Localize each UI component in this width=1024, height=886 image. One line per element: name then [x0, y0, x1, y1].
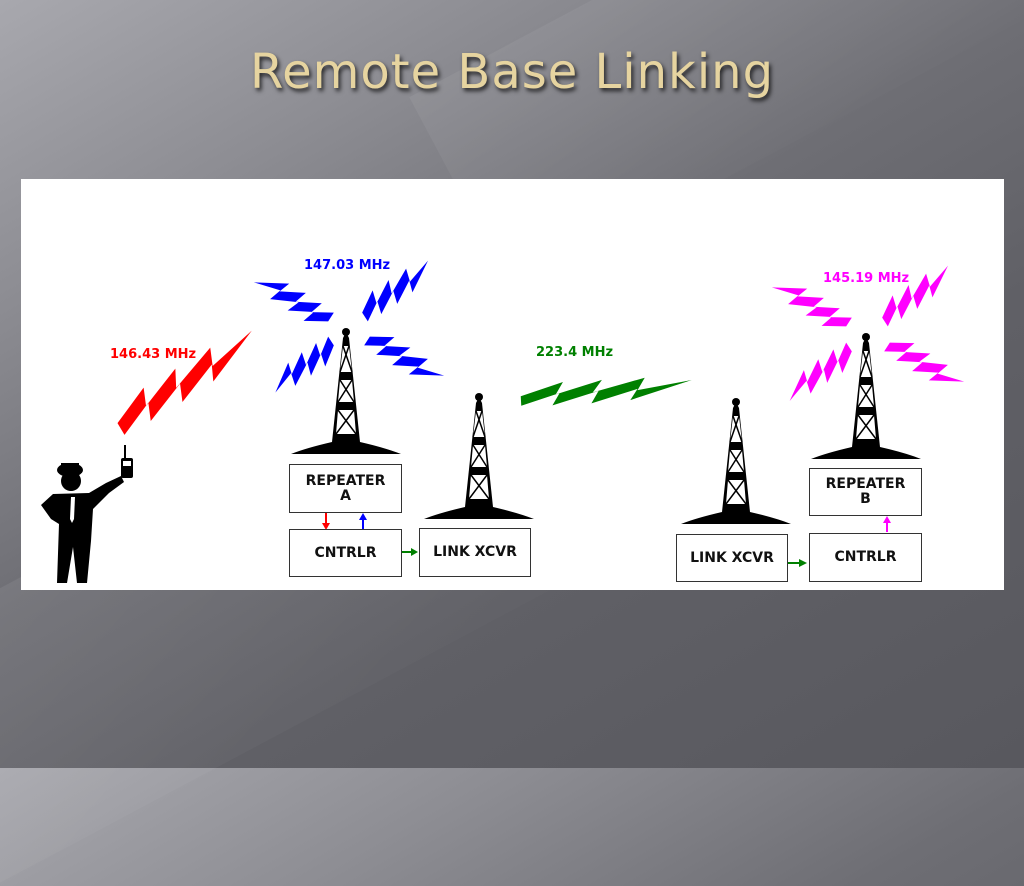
link-a-tower-icon [423, 392, 535, 520]
link-b-tower-icon [680, 397, 792, 525]
repeater-a-to-cntrlr-arrow [322, 513, 330, 530]
repeater-b-box: REPEATER B [809, 468, 922, 516]
link-xcvr-a-box: LINK XCVR [419, 528, 531, 577]
user-uplink-bolt [108, 324, 265, 437]
freq-label-repeater-b: 145.19 MHz [823, 271, 910, 286]
cntrlr-a-to-link-xcvr-arrow [401, 548, 418, 556]
cntrlr-a-box: CNTRLR [289, 529, 402, 577]
cntrlr-b-box: CNTRLR [809, 533, 922, 582]
link-bolt [520, 375, 693, 407]
person-with-radio-icon [41, 445, 133, 583]
repeater-a-tower-icon [290, 327, 402, 455]
link-xcvr-b-box: LINK XCVR [676, 534, 788, 582]
diagram-graphics [41, 256, 968, 583]
repeater-a-box: REPEATER A [289, 464, 402, 513]
link-xcvr-b-to-cntrlr-arrow [788, 559, 807, 567]
diagram-panel: 146.43 MHz 147.03 MHz 223.4 MHz 145.19 M… [21, 179, 1004, 590]
slide-title: Remote Base Linking [249, 44, 775, 100]
freq-label-user: 146.43 MHz [110, 347, 197, 362]
freq-label-repeater-a: 147.03 MHz [304, 258, 391, 273]
cntrlr-to-repeater-a-arrow [359, 513, 367, 530]
freq-label-link: 223.4 MHz [536, 345, 614, 360]
cntrlr-b-to-repeater-b-arrow [883, 516, 891, 532]
